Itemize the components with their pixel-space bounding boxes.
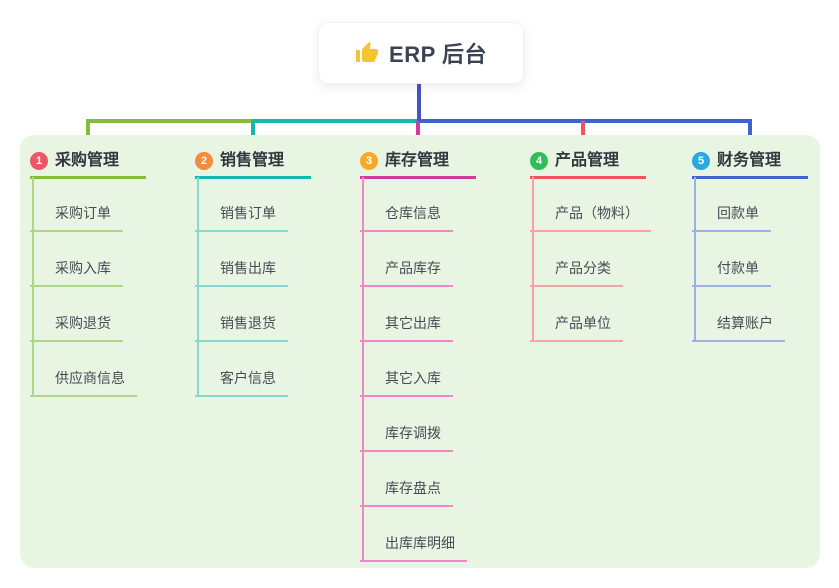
connector-branch1-drop [86, 119, 90, 150]
child-node-label: 产品库存 [385, 260, 441, 276]
child-node[interactable]: 采购入库 [30, 258, 123, 287]
connector-branch5-drop [748, 119, 752, 150]
child-node[interactable]: 库存调拨 [360, 423, 453, 452]
branch-header[interactable]: 4 产品管理 [530, 150, 646, 179]
branch-children: 销售订单销售出库销售退货客户信息 [195, 203, 345, 397]
branch-children: 回款单付款单结算账户 [692, 203, 839, 342]
child-node[interactable]: 供应商信息 [30, 368, 137, 397]
child-node-label: 采购入库 [55, 260, 111, 276]
branch-stem [197, 177, 199, 397]
branches-panel [20, 135, 820, 568]
child-node-label: 库存盘点 [385, 480, 441, 496]
connector-branch5-horizontal [418, 119, 752, 123]
branch-stem [362, 177, 364, 562]
child-node-label: 销售订单 [220, 205, 276, 221]
child-node[interactable]: 产品库存 [360, 258, 453, 287]
branch-product: 4 产品管理 产品（物料） 产品分类产品单位 [530, 150, 680, 342]
child-node[interactable]: 采购退货 [30, 313, 123, 342]
connector-root-drop [417, 82, 421, 121]
child-node-label: 产品分类 [555, 260, 611, 276]
child-node-label: 销售出库 [220, 260, 276, 276]
child-node-label: 其它出库 [385, 315, 441, 331]
child-node-label: 库存调拨 [385, 425, 441, 441]
branch-children: 产品（物料） 产品分类产品单位 [530, 203, 680, 342]
branch-header[interactable]: 3 库存管理 [360, 150, 476, 179]
branch-number-badge: 5 [692, 151, 710, 170]
child-node-label: 出库库明细 [385, 535, 455, 551]
branch-label: 产品管理 [555, 152, 620, 169]
child-node-label: 结算账户 [717, 315, 773, 331]
root-node-title: ERP 后台 [389, 42, 487, 67]
branch-label: 采购管理 [55, 152, 120, 169]
child-node-label: 客户信息 [220, 370, 276, 386]
root-node[interactable]: ERP 后台 [318, 22, 524, 84]
child-node-label: 回款单 [717, 205, 759, 221]
child-node[interactable]: 销售订单 [195, 203, 288, 232]
branch-children: 仓库信息产品库存其它出库其它入库库存调拨库存盘点出库库明细 [360, 203, 510, 562]
child-node[interactable]: 销售退货 [195, 313, 288, 342]
child-node[interactable]: 回款单 [692, 203, 771, 232]
branch-finance: 5 财务管理 回款单付款单结算账户 [692, 150, 839, 342]
child-node[interactable]: 库存盘点 [360, 478, 453, 507]
branch-label: 库存管理 [385, 152, 450, 169]
child-node[interactable]: 产品（物料） [530, 203, 651, 232]
child-node[interactable]: 其它入库 [360, 368, 453, 397]
child-node[interactable]: 产品单位 [530, 313, 623, 342]
child-node[interactable]: 采购订单 [30, 203, 123, 232]
branch-number-badge: 3 [360, 151, 378, 170]
child-node[interactable]: 客户信息 [195, 368, 288, 397]
branch-number-badge: 4 [530, 151, 548, 170]
branch-purchase: 1 采购管理 采购订单采购入库采购退货供应商信息 [30, 150, 180, 397]
branch-children: 采购订单采购入库采购退货供应商信息 [30, 203, 180, 397]
child-node-label: 仓库信息 [385, 205, 441, 221]
branch-inventory: 3 库存管理 仓库信息产品库存其它出库其它入库库存调拨库存盘点出库库明细 [360, 150, 510, 562]
child-node-label: 产品（物料） [555, 205, 639, 221]
branch-label: 销售管理 [220, 152, 285, 169]
child-node-label: 其它入库 [385, 370, 441, 386]
child-node[interactable]: 其它出库 [360, 313, 453, 342]
child-node[interactable]: 结算账户 [692, 313, 785, 342]
branch-stem [532, 177, 534, 342]
child-node[interactable]: 销售出库 [195, 258, 288, 287]
branch-header[interactable]: 5 财务管理 [692, 150, 808, 179]
branch-header[interactable]: 1 采购管理 [30, 150, 146, 179]
child-node-label: 销售退货 [220, 315, 276, 331]
connector-branch2-drop [251, 119, 255, 150]
branch-label: 财务管理 [717, 152, 782, 169]
child-node[interactable]: 出库库明细 [360, 533, 467, 562]
child-node-label: 产品单位 [555, 315, 611, 331]
child-node-label: 付款单 [717, 260, 759, 276]
thumbs-up-icon [355, 41, 379, 65]
child-node[interactable]: 产品分类 [530, 258, 623, 287]
connector-branch2-horizontal [251, 119, 420, 123]
child-node-label: 采购退货 [55, 315, 111, 331]
branch-sales: 2 销售管理 销售订单销售出库销售退货客户信息 [195, 150, 345, 397]
branch-number-badge: 1 [30, 151, 48, 170]
branch-stem [32, 177, 34, 397]
child-node-label: 供应商信息 [55, 370, 125, 386]
child-node[interactable]: 仓库信息 [360, 203, 453, 232]
branch-number-badge: 2 [195, 151, 213, 170]
child-node[interactable]: 付款单 [692, 258, 771, 287]
branch-header[interactable]: 2 销售管理 [195, 150, 311, 179]
child-node-label: 采购订单 [55, 205, 111, 221]
branch-stem [694, 177, 696, 342]
